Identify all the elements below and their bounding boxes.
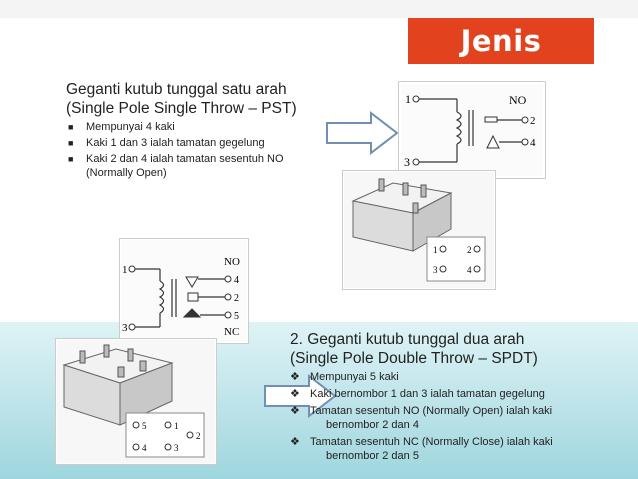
diamond-bullet-icon: ❖ — [290, 436, 300, 448]
svg-text:4: 4 — [467, 265, 472, 275]
svg-text:2: 2 — [196, 431, 201, 441]
pin-label: 2 — [530, 115, 536, 127]
list-item: ❖Tamatan sesentuh NO (Normally Open) ial… — [290, 405, 553, 431]
svg-text:NO: NO — [224, 256, 240, 268]
diamond-bullet-icon: ❖ — [290, 405, 300, 417]
list-item: ■Mempunyai 4 kaki — [68, 121, 175, 133]
square-bullet-icon: ■ — [68, 138, 74, 148]
svg-text:4: 4 — [142, 443, 147, 453]
svg-text:1: 1 — [122, 264, 128, 276]
square-bullet-icon: ■ — [68, 122, 74, 132]
pin-label: 4 — [530, 137, 536, 149]
list-item: ■Kaki 2 dan 4 ialah tamatan sesentuh NO(… — [68, 153, 284, 179]
pin-label: 3 — [404, 155, 410, 169]
right-arrow-icon — [326, 110, 399, 156]
spst-schematic: 1 3 2 4 NO — [398, 81, 546, 179]
spst-relay-photo: 1 2 3 4 — [342, 170, 496, 290]
svg-text:3: 3 — [433, 265, 438, 275]
diamond-bullet-icon: ❖ — [290, 388, 300, 400]
list-item: ❖Kaki bernombor 1 dan 3 ialah tamatan ge… — [290, 388, 545, 400]
list-item: ❖Tamatan sesentuh NC (Normally Close) ia… — [290, 436, 553, 462]
svg-text:4: 4 — [234, 275, 239, 286]
section1-list: ■Mempunyai 4 kaki ■Kaki 1 dan 3 ialah ta… — [64, 120, 334, 182]
square-bullet-icon: ■ — [68, 154, 74, 164]
svg-text:1: 1 — [174, 421, 179, 431]
svg-text:2: 2 — [467, 245, 472, 255]
spdt-relay-photo: 5 1 2 4 3 — [55, 338, 217, 465]
svg-text:2: 2 — [234, 293, 239, 304]
svg-text:NC: NC — [224, 326, 239, 338]
section2-heading: 2. Geganti kutub tunggal dua arah (Singl… — [290, 331, 538, 367]
spdt-schematic: 1 3 4 2 5 NO NC — [119, 238, 249, 344]
top-band — [0, 0, 638, 18]
no-label: NO — [509, 93, 527, 107]
svg-text:1: 1 — [433, 245, 438, 255]
svg-text:3: 3 — [174, 443, 179, 453]
section2-list: ❖Mempunyai 5 kaki ❖Kaki bernombor 1 dan … — [290, 370, 630, 466]
pin-label: 1 — [405, 92, 411, 106]
list-item: ❖Mempunyai 5 kaki — [290, 371, 399, 383]
svg-text:3: 3 — [122, 322, 128, 334]
section1-heading: Geganti kutub tunggal satu arah (Single … — [66, 81, 297, 117]
list-item: ■Kaki 1 dan 3 ialah tamatan gegelung — [68, 137, 265, 149]
svg-text:5: 5 — [234, 311, 239, 322]
svg-text:5: 5 — [142, 421, 147, 431]
diamond-bullet-icon: ❖ — [290, 371, 300, 383]
right-arrow-icon — [264, 373, 337, 419]
title-bar: Jenis Geganti — [408, 18, 594, 104]
